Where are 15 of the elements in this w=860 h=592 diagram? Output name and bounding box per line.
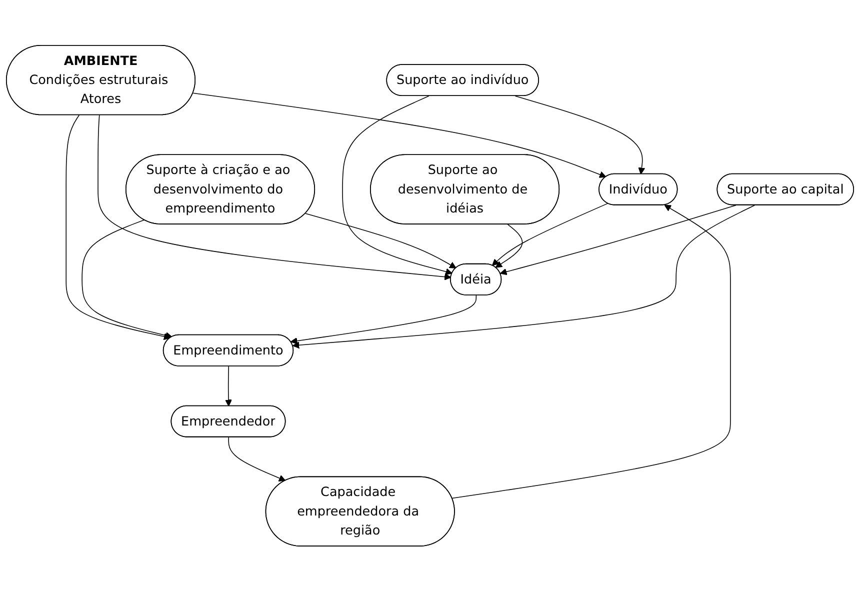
arrow: [492, 203, 608, 266]
arrow: [290, 295, 477, 345]
arrow: [305, 213, 456, 269]
arrow: [495, 224, 523, 268]
arrow: [342, 96, 452, 276]
arrow: [514, 96, 646, 175]
arrow: [66, 115, 171, 340]
arrow: [452, 205, 731, 499]
arrow: [98, 115, 452, 281]
arrow: [82, 220, 172, 340]
arrow: [500, 205, 736, 276]
arrow: [292, 205, 756, 349]
arrow: [192, 92, 606, 178]
arrow: [225, 366, 232, 407]
arrow: [228, 437, 286, 482]
